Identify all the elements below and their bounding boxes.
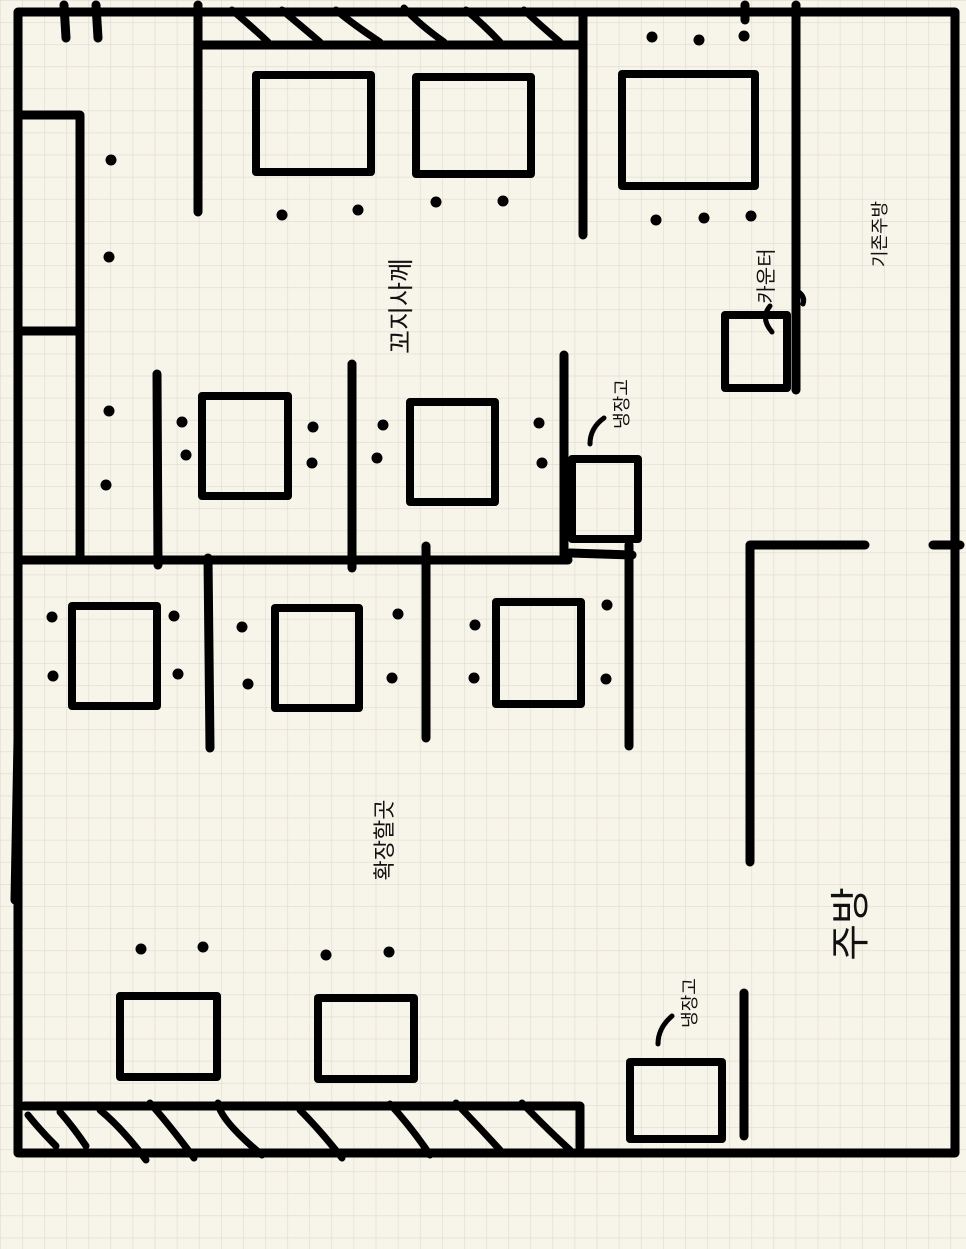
fridge-lower-mark bbox=[655, 1013, 675, 1047]
wall-left-bulge bbox=[10, 735, 23, 905]
fridge-upper-mark bbox=[587, 415, 607, 447]
wall-joint-mark bbox=[793, 287, 807, 307]
chair-dot bbox=[468, 672, 480, 684]
chair-dot bbox=[103, 405, 115, 417]
table bbox=[314, 994, 418, 1083]
chair-dot bbox=[242, 678, 254, 690]
table bbox=[412, 73, 535, 178]
table bbox=[492, 598, 585, 708]
existing-kitchen-label: 기존주방 bbox=[870, 201, 891, 267]
chair-dot bbox=[383, 946, 395, 958]
bottom-window-frame bbox=[19, 1101, 585, 1152]
chair-dot bbox=[176, 416, 188, 428]
chair-dot bbox=[430, 196, 442, 208]
chair-dot bbox=[320, 949, 332, 961]
chair-dot bbox=[392, 608, 404, 620]
counter-label: 카운터 bbox=[754, 248, 778, 303]
chair-dot bbox=[386, 672, 398, 684]
chair-dot bbox=[371, 452, 383, 464]
chair-dot bbox=[47, 670, 59, 682]
top-window-hatching bbox=[228, 4, 564, 46]
chair-dot bbox=[46, 611, 58, 623]
fridge-lower-label: 냉장고 bbox=[680, 978, 701, 1028]
counter-mark bbox=[763, 303, 775, 335]
chair-dots bbox=[46, 30, 757, 961]
chair-dot bbox=[693, 34, 705, 46]
top-window-frame bbox=[193, 0, 588, 240]
table bbox=[198, 392, 292, 500]
chair-dot bbox=[352, 204, 364, 216]
table bbox=[406, 398, 499, 506]
chair-dot bbox=[103, 251, 115, 263]
wall-top-stub-1 bbox=[59, 0, 103, 43]
chair-dot bbox=[105, 154, 117, 166]
chair-dot bbox=[276, 209, 288, 221]
bottom-window-hatching bbox=[24, 1099, 574, 1164]
chair-dot bbox=[738, 30, 750, 42]
chair-dot bbox=[469, 619, 481, 631]
kitchen-wall bbox=[745, 540, 965, 867]
fridge-upper-box bbox=[568, 455, 642, 543]
chair-dot bbox=[601, 599, 613, 611]
chair-dot bbox=[497, 195, 509, 207]
chair-dot bbox=[135, 943, 147, 955]
chair-dot bbox=[646, 31, 658, 43]
expansion-area-label: 확장할곳 bbox=[373, 800, 398, 881]
shop-name-label: 꼬지사께 bbox=[387, 258, 417, 354]
fridge-upper-label: 냉장고 bbox=[612, 379, 633, 429]
chair-dot bbox=[236, 621, 248, 633]
table bbox=[116, 992, 221, 1081]
chair-dot bbox=[650, 214, 662, 226]
chair-dot bbox=[536, 457, 548, 469]
chair-dot bbox=[377, 419, 389, 431]
table bbox=[252, 71, 375, 176]
chair-dot bbox=[698, 212, 710, 224]
chair-dot bbox=[100, 479, 112, 491]
counter-desk bbox=[721, 311, 791, 392]
fridge-lower-box bbox=[626, 1058, 726, 1143]
table bbox=[618, 70, 759, 190]
partition-post-a bbox=[152, 369, 163, 570]
chair-dot bbox=[600, 673, 612, 685]
chair-dot bbox=[306, 457, 318, 469]
chair-dot bbox=[745, 210, 757, 222]
chair-dot bbox=[197, 941, 209, 953]
chair-dot bbox=[180, 449, 192, 461]
chair-dot bbox=[307, 421, 319, 433]
partition-post-c bbox=[203, 553, 215, 753]
chair-dot bbox=[172, 668, 184, 680]
middle-partition bbox=[13, 350, 637, 565]
table bbox=[271, 604, 363, 712]
chair-dot bbox=[533, 417, 545, 429]
kitchen-label: 주방 bbox=[828, 887, 874, 961]
chair-dot bbox=[168, 610, 180, 622]
left-alcove-wall bbox=[13, 110, 85, 565]
table bbox=[68, 602, 161, 710]
